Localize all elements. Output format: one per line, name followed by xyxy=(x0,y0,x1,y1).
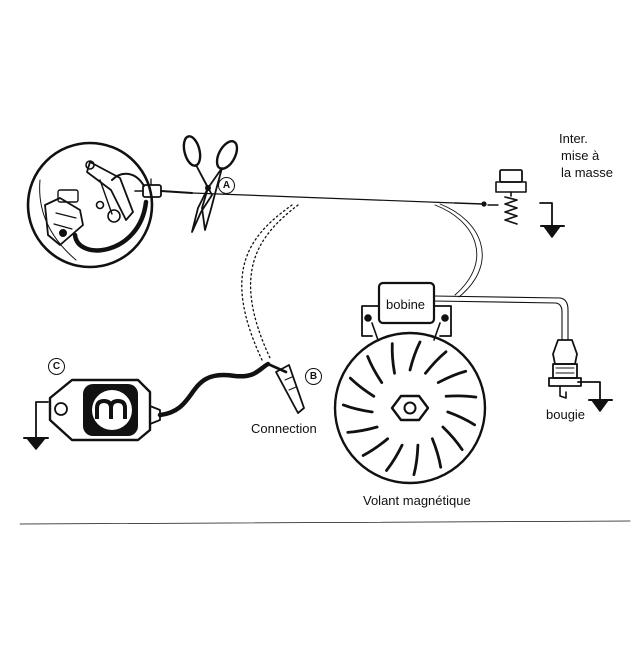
switch-label-line1: Inter. xyxy=(559,131,588,146)
switch-label-line3: la masse xyxy=(561,165,614,180)
ground-wire xyxy=(191,192,456,204)
coil-label: bobine xyxy=(386,297,426,312)
marker-a-badge: A xyxy=(218,177,235,194)
marker-c-badge: C xyxy=(48,358,65,375)
spark-plug-label: bougie xyxy=(546,407,586,422)
connector-icon xyxy=(266,362,305,414)
flywheel-icon xyxy=(333,331,487,485)
flywheel-label: Volant magnétique xyxy=(363,493,471,508)
marker-b-badge: B xyxy=(305,368,322,385)
scissors-icon xyxy=(182,135,239,233)
connection-label: Connection xyxy=(251,421,317,436)
ground-switch-icon xyxy=(487,169,565,238)
switch-label-line2: mise à xyxy=(561,148,600,163)
spark-plug-icon xyxy=(548,339,613,412)
electronic-module-icon xyxy=(23,361,271,450)
breaker-points-icon xyxy=(26,141,162,269)
ignition-coil-icon xyxy=(361,281,452,341)
